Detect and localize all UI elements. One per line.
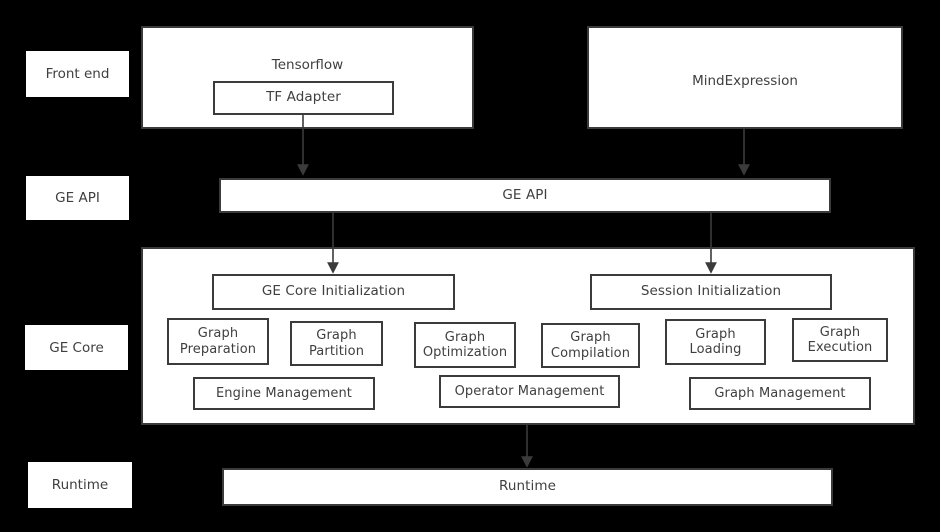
ge-api-box-label: GE API: [502, 186, 548, 203]
layer-label-ge-core: GE Core: [25, 325, 128, 370]
layer-label-front-end: Front end: [26, 51, 129, 97]
tf-adapter-label: TF Adapter: [266, 89, 341, 106]
mindexpression-title: MindExpression: [692, 73, 798, 89]
runtime-box[interactable]: Runtime: [222, 468, 833, 506]
engine-management-box[interactable]: Engine Management: [193, 377, 375, 410]
operator-management-box[interactable]: Operator Management: [439, 375, 620, 408]
graph-compilation-label: Graph Compilation: [550, 330, 631, 361]
graph-management-label: Graph Management: [714, 385, 846, 401]
ge-core-initialization-box[interactable]: GE Core Initialization: [212, 274, 455, 310]
engine-management-label: Engine Management: [215, 385, 353, 401]
graph-optimization-label: Graph Optimization: [422, 329, 508, 360]
layer-label-ge-api: GE API: [26, 176, 129, 220]
graph-partition-label: Graph Partition: [308, 328, 365, 359]
graph-loading-box[interactable]: Graph Loading: [665, 319, 766, 365]
session-initialization-label: Session Initialization: [640, 283, 782, 300]
graph-optimization-box[interactable]: Graph Optimization: [414, 322, 516, 368]
runtime-box-label: Runtime: [498, 478, 557, 495]
tensorflow-title: Tensorflow: [271, 57, 344, 73]
layer-label-runtime-text: Runtime: [51, 477, 109, 493]
graph-execution-label: Graph Execution: [807, 324, 873, 355]
operator-management-label: Operator Management: [454, 383, 605, 399]
layer-label-front-end-text: Front end: [45, 66, 110, 82]
ge-core-initialization-label: GE Core Initialization: [261, 283, 406, 300]
session-initialization-box[interactable]: Session Initialization: [590, 274, 832, 310]
layer-label-ge-api-text: GE API: [55, 190, 100, 206]
tf-adapter-box[interactable]: TF Adapter: [213, 81, 394, 115]
graph-partition-box[interactable]: Graph Partition: [290, 321, 383, 366]
graph-execution-box[interactable]: Graph Execution: [792, 318, 888, 362]
graph-compilation-box[interactable]: Graph Compilation: [541, 323, 640, 368]
ge-api-box[interactable]: GE API: [219, 178, 831, 213]
graph-management-box[interactable]: Graph Management: [689, 377, 871, 410]
layer-label-ge-core-text: GE Core: [49, 339, 104, 356]
layer-label-runtime: Runtime: [28, 462, 132, 508]
graph-loading-label: Graph Loading: [689, 326, 742, 357]
mindexpression-frame: MindExpression: [587, 26, 903, 129]
graph-preparation-label: Graph Preparation: [179, 326, 257, 357]
graph-preparation-box[interactable]: Graph Preparation: [167, 318, 269, 365]
